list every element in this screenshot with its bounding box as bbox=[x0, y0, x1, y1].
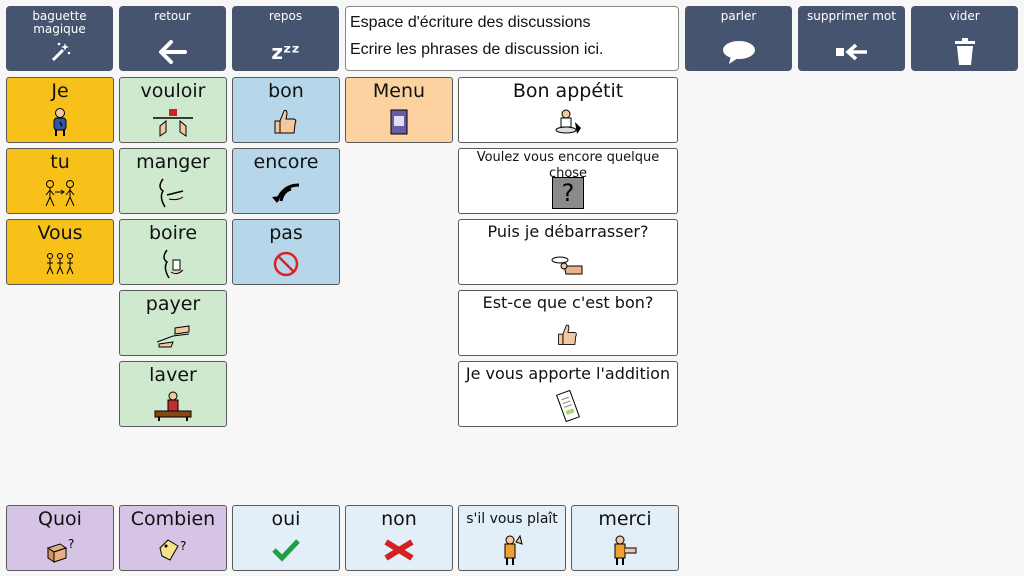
word-label: payer bbox=[145, 293, 201, 315]
word-label: laver bbox=[149, 364, 197, 386]
magic-wand-icon bbox=[6, 39, 113, 65]
delete-word-icon bbox=[798, 39, 905, 65]
word-label: boire bbox=[148, 222, 198, 244]
speak-button[interactable]: parler bbox=[685, 6, 792, 71]
bill-receipt-icon bbox=[459, 389, 677, 423]
menu-label: Menu bbox=[372, 80, 426, 102]
word-bon[interactable]: bon bbox=[232, 77, 340, 143]
delete-word-label: supprimer mot bbox=[807, 9, 896, 23]
clear-button[interactable]: vider bbox=[911, 6, 1018, 71]
thumbs-up-icon bbox=[459, 318, 677, 352]
phrase-debarrasser[interactable]: Puis je débarrasser? bbox=[458, 219, 678, 285]
cross-icon bbox=[346, 533, 452, 567]
phrase-label: Est-ce que c'est bon? bbox=[482, 293, 654, 312]
word-combien[interactable]: Combien ? bbox=[119, 505, 227, 571]
word-non[interactable]: non bbox=[345, 505, 453, 571]
word-sil-vous-plait[interactable]: s'il vous plaît bbox=[458, 505, 566, 571]
price-tag-question-icon: ? bbox=[120, 533, 226, 567]
meal-icon bbox=[459, 105, 677, 139]
word-label: pas bbox=[269, 222, 303, 244]
word-label: non bbox=[381, 508, 417, 530]
trash-icon bbox=[911, 38, 1018, 65]
word-label: tu bbox=[50, 151, 70, 173]
phrase-est-ce-bon[interactable]: Est-ce que c'est bon? bbox=[458, 290, 678, 356]
word-label: Combien bbox=[130, 508, 216, 530]
clear-table-icon bbox=[459, 247, 677, 281]
message-line-2: Ecrire les phrases de discussion ici. bbox=[350, 41, 604, 58]
magic-wand-button[interactable]: baguette magique bbox=[6, 6, 113, 71]
back-label: retour bbox=[154, 9, 191, 23]
arrow-left-icon bbox=[119, 39, 226, 65]
word-label: vouloir bbox=[140, 80, 206, 102]
speak-label: parler bbox=[720, 9, 757, 23]
sleep-zzz-glyph: zᶻᶻ bbox=[271, 39, 300, 64]
checkmark-icon bbox=[233, 533, 339, 567]
word-label: oui bbox=[271, 508, 301, 530]
word-oui[interactable]: oui bbox=[232, 505, 340, 571]
word-boire[interactable]: boire bbox=[119, 219, 227, 285]
menu-book-icon bbox=[346, 105, 452, 139]
wash-icon bbox=[120, 389, 226, 423]
svg-text:?: ? bbox=[180, 539, 186, 553]
word-label: bon bbox=[268, 80, 304, 102]
word-vouloir[interactable]: vouloir bbox=[119, 77, 227, 143]
again-arrows-icon bbox=[233, 176, 339, 210]
word-label: encore bbox=[253, 151, 319, 173]
eat-icon bbox=[120, 176, 226, 210]
speech-bubble-icon bbox=[685, 39, 792, 65]
want-hands-icon bbox=[120, 105, 226, 139]
word-label: manger bbox=[136, 151, 210, 173]
message-box[interactable]: Espace d'écriture des discussions Ecrire… bbox=[345, 6, 679, 71]
phrase-label: Bon appétit bbox=[512, 80, 624, 102]
word-label: Quoi bbox=[38, 508, 82, 530]
word-manger[interactable]: manger bbox=[119, 148, 227, 214]
no-sign-icon bbox=[233, 247, 339, 281]
word-pas[interactable]: pas bbox=[232, 219, 340, 285]
people-group-icon bbox=[7, 247, 113, 281]
delete-word-button[interactable]: supprimer mot bbox=[798, 6, 905, 71]
phrase-label: Je vous apporte l'addition bbox=[465, 364, 671, 383]
word-tu[interactable]: tu bbox=[6, 148, 114, 214]
message-line-1: Espace d'écriture des discussions bbox=[350, 14, 591, 31]
phrase-voulez-vous-encore[interactable]: Voulez vous encore quelque chose ? bbox=[458, 148, 678, 214]
magic-wand-label: baguette magique bbox=[32, 9, 87, 36]
rest-label: repos bbox=[268, 9, 303, 23]
what-box-icon: ? bbox=[7, 533, 113, 567]
thank-you-gesture-icon bbox=[572, 533, 678, 567]
word-quoi[interactable]: Quoi ? bbox=[6, 505, 114, 571]
word-label: Vous bbox=[37, 222, 83, 244]
word-label: s'il vous plaît bbox=[466, 511, 558, 527]
back-button[interactable]: retour bbox=[119, 6, 226, 71]
person-me-icon bbox=[7, 105, 113, 139]
question-mark-glyph: ? bbox=[552, 177, 584, 209]
sleep-zzz-icon: zᶻᶻ bbox=[232, 39, 339, 65]
word-payer[interactable]: payer bbox=[119, 290, 227, 356]
menu-folder[interactable]: Menu bbox=[345, 77, 453, 143]
clear-label: vider bbox=[949, 9, 980, 23]
word-encore[interactable]: encore bbox=[232, 148, 340, 214]
phrase-bon-appetit[interactable]: Bon appétit bbox=[458, 77, 678, 143]
please-gesture-icon bbox=[459, 533, 565, 567]
person-you-icon bbox=[7, 176, 113, 210]
svg-text:?: ? bbox=[68, 537, 74, 551]
word-label: merci bbox=[598, 508, 652, 530]
word-laver[interactable]: laver bbox=[119, 361, 227, 427]
word-label: Je bbox=[51, 80, 69, 102]
thumbs-up-icon bbox=[233, 105, 339, 139]
pay-icon bbox=[120, 318, 226, 352]
rest-button[interactable]: repos zᶻᶻ bbox=[232, 6, 339, 71]
phrase-label: Puis je débarrasser? bbox=[487, 222, 649, 241]
word-merci[interactable]: merci bbox=[571, 505, 679, 571]
phrase-addition[interactable]: Je vous apporte l'addition bbox=[458, 361, 678, 427]
word-je[interactable]: Je bbox=[6, 77, 114, 143]
drink-icon bbox=[120, 247, 226, 281]
word-vous[interactable]: Vous bbox=[6, 219, 114, 285]
question-box-icon: ? bbox=[459, 176, 677, 210]
